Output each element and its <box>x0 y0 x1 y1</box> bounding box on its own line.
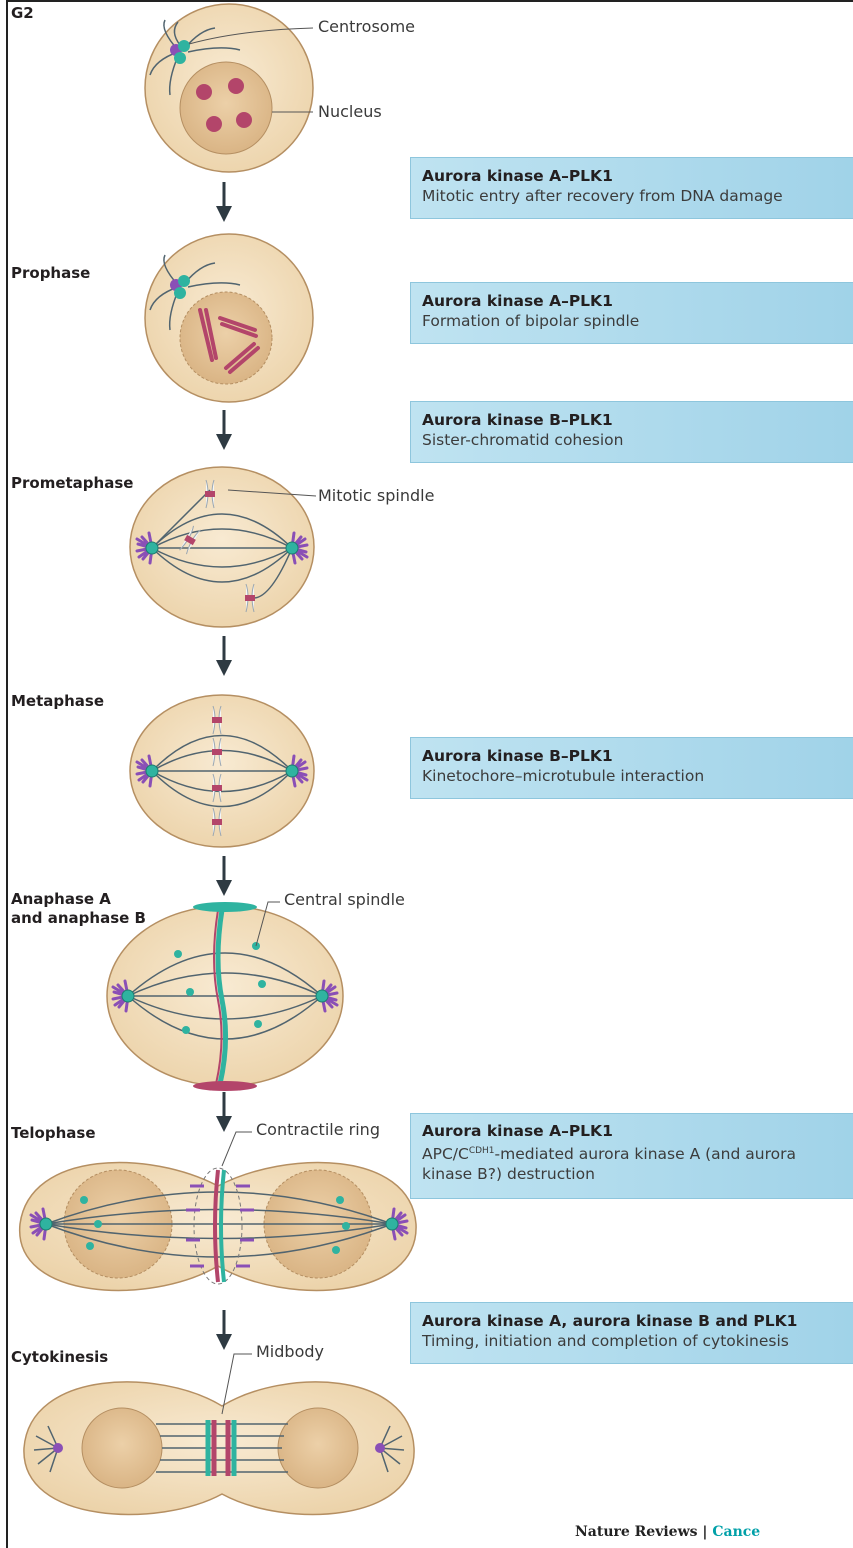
telophase-cell <box>20 1132 416 1290</box>
stage-label-anaphase-line2: and anaphase B <box>11 909 146 928</box>
stage-label-anaphase-line1: Anaphase A <box>11 890 146 909</box>
info-box-title: Aurora kinase B–PLK1 <box>422 410 853 430</box>
info-box-description-line2: kinase B?) destruction <box>422 1164 853 1184</box>
prophase-cell <box>145 234 313 402</box>
stage-label-g2: G2 <box>11 4 34 23</box>
journal-name: Nature Reviews <box>575 1524 698 1540</box>
stage-label-prophase: Prophase <box>11 264 90 283</box>
info-box-title: Aurora kinase B–PLK1 <box>422 746 853 766</box>
info-box-description: Timing, initiation and completion of cyt… <box>422 1331 853 1351</box>
info-box-sister-chromatid: Aurora kinase B–PLK1 Sister-chromatid co… <box>410 401 853 463</box>
info-box-description: Mitotic entry after recovery from DNA da… <box>422 186 853 206</box>
info-box-description: APC/CCDH1-mediated aurora kinase A (and … <box>422 1141 853 1164</box>
apc-text-rest: -mediated aurora kinase A (and aurora <box>495 1145 796 1163</box>
callout-mitotic-spindle: Mitotic spindle <box>318 486 434 505</box>
cytokinesis-cell <box>24 1354 414 1514</box>
info-box-description: Kinetochore–microtubule interaction <box>422 766 853 786</box>
metaphase-cell <box>130 695 314 847</box>
apc-text: APC/C <box>422 1145 469 1163</box>
callout-nucleus: Nucleus <box>318 102 382 121</box>
callout-midbody: Midbody <box>256 1342 324 1361</box>
stage-label-prometaphase: Prometaphase <box>11 474 133 493</box>
stage-label-metaphase: Metaphase <box>11 692 104 711</box>
callout-contractile-ring: Contractile ring <box>256 1120 380 1139</box>
info-box-title: Aurora kinase A–PLK1 <box>422 1121 853 1141</box>
g2-cell <box>145 4 313 172</box>
stage-label-telophase: Telophase <box>11 1124 96 1143</box>
info-box-kinetochore: Aurora kinase B–PLK1 Kinetochore–microtu… <box>410 737 853 799</box>
info-box-title: Aurora kinase A–PLK1 <box>422 166 853 186</box>
cdh1-superscript: CDH1 <box>469 1146 495 1156</box>
journal-separator: | <box>698 1524 713 1540</box>
info-box-description: Formation of bipolar spindle <box>422 311 853 331</box>
callout-central-spindle: Central spindle <box>284 890 405 909</box>
info-box-mitotic-entry: Aurora kinase A–PLK1 Mitotic entry after… <box>410 157 853 219</box>
stage-label-anaphase: Anaphase A and anaphase B <box>11 890 146 928</box>
info-box-bipolar-spindle: Aurora kinase A–PLK1 Formation of bipola… <box>410 282 853 344</box>
stage-label-cytokinesis: Cytokinesis <box>11 1348 108 1367</box>
info-box-cytokinesis: Aurora kinase A, aurora kinase B and PLK… <box>410 1302 853 1364</box>
journal-credit: Nature Reviews | Cance <box>575 1524 760 1540</box>
info-box-title: Aurora kinase A–PLK1 <box>422 291 853 311</box>
anaphase-cell <box>107 902 343 1091</box>
info-box-description: Sister-chromatid cohesion <box>422 430 853 450</box>
info-box-title: Aurora kinase A, aurora kinase B and PLK… <box>422 1311 853 1331</box>
callout-centrosome: Centrosome <box>318 17 415 36</box>
journal-section: Cance <box>712 1524 760 1540</box>
info-box-apc-destruction: Aurora kinase A–PLK1 APC/CCDH1-mediated … <box>410 1113 853 1199</box>
prometaphase-cell <box>130 467 316 627</box>
